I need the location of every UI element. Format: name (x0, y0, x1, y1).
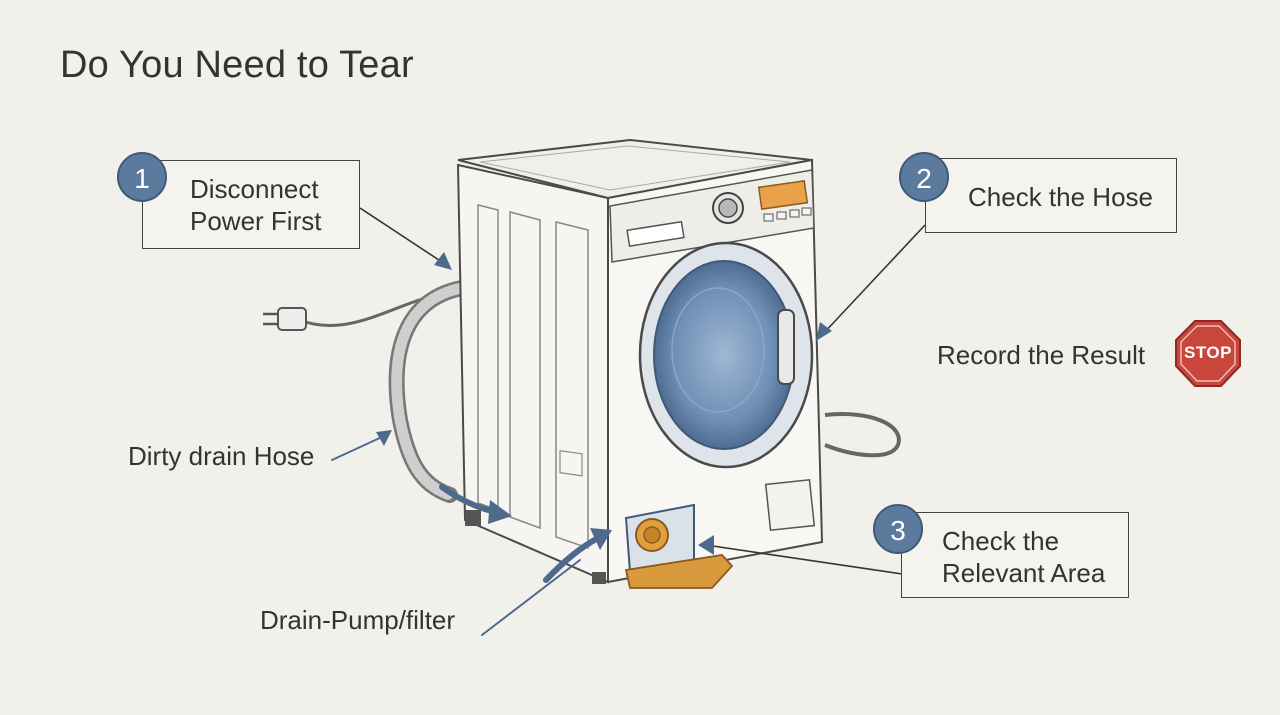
step-3-line2: Relevant Area (942, 558, 1106, 588)
step-1-callout: Disconnect Power First (142, 160, 360, 249)
step-3-line1: Check the (942, 526, 1060, 556)
step-3-callout: Check the Relevant Area (901, 512, 1129, 598)
record-result-label: Record the Result (937, 340, 1146, 370)
rear-hose (824, 412, 901, 458)
step-2-badge: 2 (899, 152, 949, 202)
drain-pump-label: Drain-Pump/filter (260, 605, 456, 635)
machine-body (456, 138, 824, 589)
step-1-line1: Disconnect (190, 174, 319, 204)
step-2-callout: Check the Hose (925, 158, 1177, 233)
drain-hose (388, 280, 470, 503)
step-3-badge: 3 (873, 504, 923, 554)
step-1-line2: Power First (190, 206, 322, 236)
page-title: Do You Need to Tear (60, 44, 414, 86)
connector-lines (359, 207, 926, 575)
stop-sign-text: STOP (1184, 343, 1232, 362)
step-2-line1: Check the Hose (968, 182, 1153, 212)
stop-sign-icon (1175, 320, 1241, 387)
dirty-hose-label: Dirty drain Hose (128, 441, 315, 471)
step-1-badge: 1 (117, 152, 167, 202)
arrowheads (434, 252, 832, 555)
